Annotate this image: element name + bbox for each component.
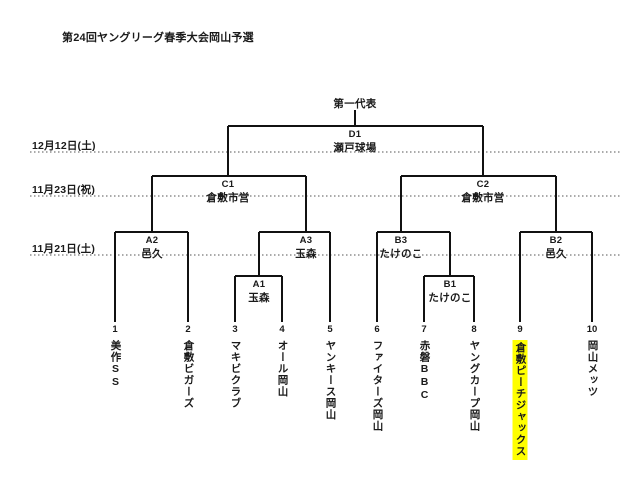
node-code: A2 <box>145 235 159 246</box>
page-title: 第24回ヤングリーグ春季大会岡山予選 <box>62 32 254 44</box>
node-code: C1 <box>221 179 235 190</box>
team-name-10: 岡山メッツ <box>586 340 599 398</box>
bracket-node-a1: A1 玉森 <box>248 279 270 305</box>
team-name-7: 赤磐BBC <box>418 340 431 402</box>
node-venue: 邑久 <box>141 248 163 260</box>
seed-number-10: 10 <box>586 324 598 335</box>
date-label-date-1121: 11月21日(土) <box>32 243 96 255</box>
team-name-1: 美作SS <box>109 340 122 389</box>
team-name-6: ファイターズ岡山 <box>371 340 384 432</box>
bracket-node-a3: A3 玉森 <box>295 235 317 261</box>
bracket-node-b1: B1 たけのこ <box>428 279 471 305</box>
seed-number-3: 3 <box>232 324 238 335</box>
date-label-date-1212: 12月12日(土) <box>32 140 96 152</box>
node-venue: たけのこ <box>428 292 472 304</box>
seed-number-8: 8 <box>471 324 477 335</box>
seed-number-4: 4 <box>279 324 285 335</box>
bracket-node-b2: B2 邑久 <box>545 235 567 261</box>
node-code: B2 <box>549 235 563 246</box>
node-venue: 倉敷市営 <box>206 192 250 204</box>
team-name-4: オール岡山 <box>276 340 289 398</box>
node-venue: 瀬戸球場 <box>333 142 377 154</box>
seed-number-2: 2 <box>185 324 191 335</box>
team-name-5: ヤンキース岡山 <box>324 340 337 421</box>
seed-number-7: 7 <box>421 324 427 335</box>
team-name-9: 倉敷ピーチジャックス <box>512 340 528 460</box>
date-label-date-1123: 11月23日(祝) <box>32 184 96 196</box>
node-venue: 邑久 <box>545 248 567 260</box>
team-name-3: マキビクラブ <box>229 340 242 409</box>
bracket-node-b3: B3 たけのこ <box>379 235 422 261</box>
seed-number-1: 1 <box>112 324 118 335</box>
bracket-node-d1: D1 瀬戸球場 <box>333 129 376 155</box>
bracket-node-c1: C1 倉敷市営 <box>206 179 249 205</box>
node-code: D1 <box>348 129 362 140</box>
node-venue: たけのこ <box>379 248 423 260</box>
node-venue: 玉森 <box>248 292 270 304</box>
bracket-node-c2: C2 倉敷市営 <box>461 179 504 205</box>
node-code: C2 <box>476 179 490 190</box>
node-code: B3 <box>394 235 408 246</box>
seed-number-5: 5 <box>327 324 333 335</box>
seed-number-6: 6 <box>374 324 380 335</box>
node-venue: 玉森 <box>295 248 317 260</box>
team-name-2: 倉敷ビガーズ <box>182 340 195 409</box>
champion-label: 第一代表 <box>333 98 377 110</box>
node-code: A1 <box>252 279 266 290</box>
bracket-node-a2: A2 邑久 <box>141 235 163 261</box>
node-venue: 倉敷市営 <box>461 192 505 204</box>
node-code: B1 <box>443 279 457 290</box>
team-name-8: ヤングカープ岡山 <box>468 340 481 432</box>
seed-number-9: 9 <box>517 324 523 335</box>
node-code: A3 <box>299 235 313 246</box>
